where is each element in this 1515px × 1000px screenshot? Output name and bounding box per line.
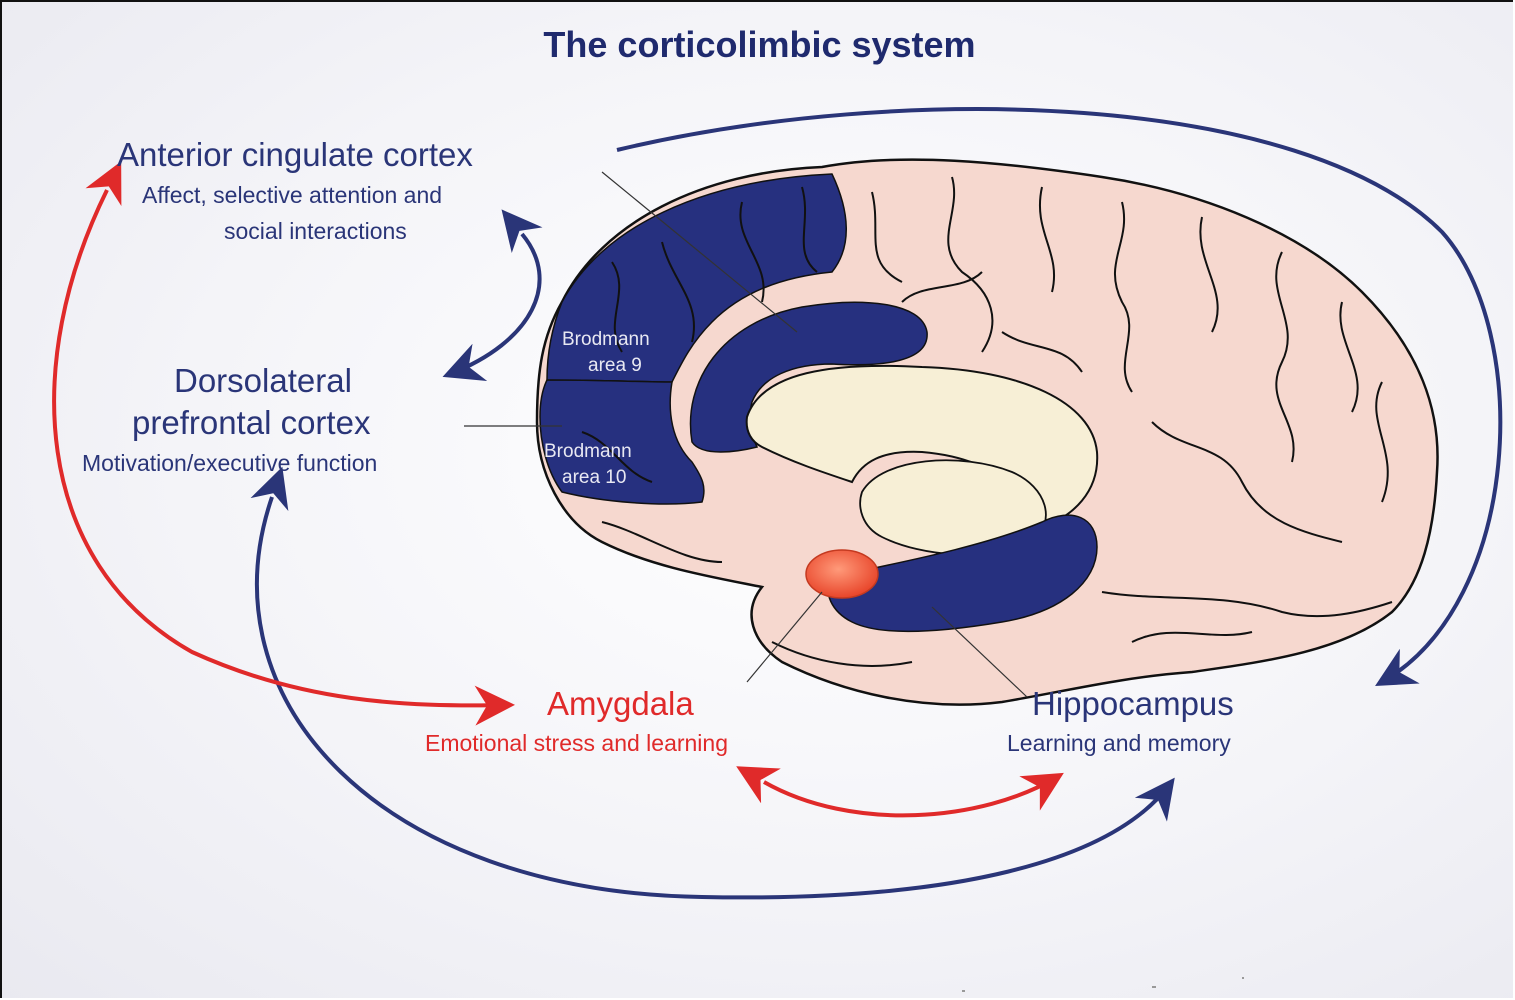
acc-function-line2: social interactions <box>224 218 407 245</box>
acc-name: Anterior cingulate cortex <box>117 136 473 174</box>
brodmann-area-10-label-line2: area 10 <box>562 466 626 490</box>
hippocampus-function: Learning and memory <box>1007 730 1231 757</box>
arrow-amygdala-hippocampus <box>764 777 1057 815</box>
hippocampus-name: Hippocampus <box>1032 685 1234 723</box>
brain-illustration <box>537 160 1438 705</box>
dlpfc-name-line2: prefrontal cortex <box>132 404 370 442</box>
amygdala-region <box>806 550 878 598</box>
brodmann-area-9-label-line1: Brodmann <box>562 328 650 352</box>
amygdala-name: Amygdala <box>547 685 694 723</box>
amygdala-function: Emotional stress and learning <box>425 730 728 757</box>
acc-function-line1: Affect, selective attention and <box>142 182 442 209</box>
brodmann-area-10-label-line1: Brodmann <box>544 440 632 464</box>
brodmann-area-9-label-line2: area 9 <box>588 354 642 378</box>
scan-specks <box>962 977 1244 992</box>
dlpfc-function: Motivation/executive function <box>82 450 377 477</box>
arrow-acc-amygdala <box>54 190 507 705</box>
figure-title: The corticolimbic system <box>2 24 1513 66</box>
dlpfc-name-line1: Dorsolateral <box>174 362 352 400</box>
arrow-acc-dlpfc <box>450 234 540 374</box>
